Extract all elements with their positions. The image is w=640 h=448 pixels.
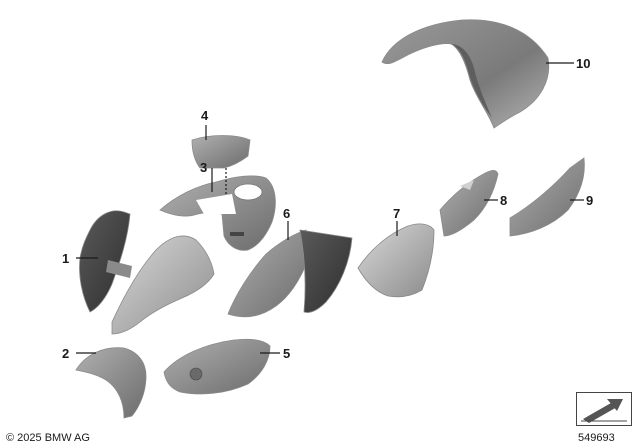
- callout-labels: 1 2 3 4 5 6 7 8 9 10: [62, 56, 593, 361]
- part-fender-cover: [75, 347, 147, 419]
- leader-lines: [76, 62, 584, 354]
- part-side-trim-panel: [357, 223, 435, 298]
- copyright-text: © 2025 BMW AG: [6, 432, 90, 444]
- callout-4: 4: [201, 108, 209, 123]
- callout-2: 2: [62, 346, 69, 361]
- callout-3: 3: [200, 160, 207, 175]
- callout-7: 7: [393, 206, 400, 221]
- part-front-fairing: [111, 235, 215, 335]
- callout-1: 1: [62, 251, 69, 266]
- callout-5: 5: [283, 346, 290, 361]
- part-dark-side-fairing: [227, 229, 353, 318]
- part-flat-side-cover: [163, 338, 271, 395]
- view-symbol-box: [576, 392, 632, 426]
- callout-6: 6: [283, 206, 290, 221]
- view-arrow-icon: [581, 399, 627, 423]
- part-side-panel-left: [79, 210, 132, 313]
- part-small-cover-cap: [191, 135, 251, 169]
- part-front-carrier-frame: [159, 175, 276, 251]
- part-bracket-panel: [439, 170, 499, 237]
- diagram-id: 549693: [578, 432, 615, 444]
- callout-8: 8: [500, 193, 507, 208]
- part-trim-strip: [509, 157, 585, 237]
- callout-9: 9: [586, 193, 593, 208]
- callout-10: 10: [576, 56, 590, 71]
- part-top-cowl: [381, 19, 550, 129]
